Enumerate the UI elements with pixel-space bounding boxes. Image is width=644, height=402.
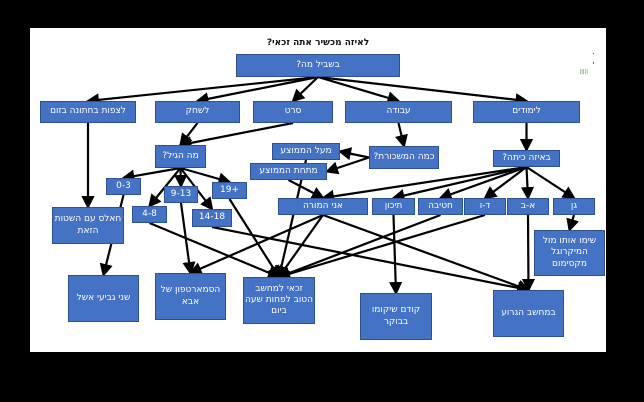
node-grades-1-2: א-ב <box>507 198 549 215</box>
svg-text:|||||: ||||| <box>580 69 589 75</box>
arrow-root-to-zoom <box>85 75 319 107</box>
node-age-0-3: 0-3 <box>106 178 141 195</box>
arrow-grade-to-kinder <box>525 166 576 200</box>
arrow-work-to-salary <box>395 122 408 149</box>
arrow-a48-to-best <box>149 221 282 279</box>
arrow-age-to-a913 <box>174 167 188 189</box>
node-kindergarten: גן <box>553 198 595 215</box>
node-age-14-18: 14-18 <box>192 209 232 227</box>
node-morning: קודם שיקומו בבוקר <box>360 293 432 340</box>
node-best-computer: זכאי למחשב הטוב לפחות שעה ביום <box>243 277 315 324</box>
node-worst-computer: במחשב הגרוע <box>493 290 564 337</box>
node-root: בשביל מה? <box>236 54 400 77</box>
node-zoom: לצפות בחתונה בזום <box>40 101 136 123</box>
arrow-teacher-to-dadphone <box>188 213 324 275</box>
node-salary: כמה המשכורת? <box>369 146 439 169</box>
arrow-high-to-morning <box>389 214 403 296</box>
node-middle-school: חטיבה <box>418 198 463 215</box>
node-below-average: מתחת הממוצע <box>250 163 327 180</box>
diagram-title: לאיזה מכשיר אתה זכאי? <box>266 38 370 48</box>
arrow-root-to-work <box>317 75 401 105</box>
arrow-age-to-a03 <box>121 166 181 183</box>
node-play: לשחק <box>155 101 240 123</box>
arrow-root-to-movie <box>291 76 319 103</box>
arrow-age-to-a19 <box>180 166 232 186</box>
node-above-average: מעל הממוצע <box>272 143 340 160</box>
node-movie: סרט <box>253 101 333 123</box>
arrow-salary-to-below <box>324 156 370 175</box>
arrow-kinder-to-microwave <box>566 214 579 233</box>
flowchart-canvas: לאיזה מכשיר אתה זכאי? מוקצ ||||| בשביל מ… <box>30 28 606 352</box>
node-high-school: תיכון <box>372 198 415 215</box>
node-age: מה הגיל? <box>155 145 206 168</box>
node-enough: חאלס עם השטות הזאת <box>52 207 124 244</box>
arrow-g13-to-worst <box>521 214 536 293</box>
arrow-g46-to-best <box>276 213 486 281</box>
arrow-a1418-to-worst <box>211 225 531 295</box>
node-age-4-8: 4-8 <box>132 206 167 223</box>
node-work: עבודה <box>345 101 452 123</box>
arrow-grade-to-middle <box>438 165 527 201</box>
arrow-teacher-to-worst <box>322 213 531 293</box>
arrow-grade-to-teacher <box>320 165 527 203</box>
svg-text:מוקצ: מוקצ <box>592 45 594 69</box>
node-age-19plus: +19 <box>212 182 247 199</box>
node-teacher: אני המורה <box>278 198 368 215</box>
arrow-grade-to-g46 <box>483 166 528 200</box>
connector-arrows <box>81 75 579 296</box>
arrow-a19-to-best <box>228 198 281 279</box>
arrow-salary-to-above <box>337 147 370 161</box>
arrow-root-to-play <box>195 75 319 106</box>
arrow-teacher-to-best <box>277 214 324 279</box>
node-grades-4-6: ד-ו <box>464 198 506 215</box>
node-grade: באיזה כיתה? <box>493 150 560 167</box>
arrow-root-to-study <box>317 75 529 107</box>
logo: מוקצ ||||| <box>580 45 594 75</box>
arrow-grade-to-g13 <box>520 166 535 201</box>
node-eshel: שני גביעי אשל <box>68 275 139 322</box>
arrow-movie-to-age <box>178 121 294 150</box>
arrow-grade-to-high <box>391 165 527 202</box>
node-microwave: שימו אותו מול המיקרוגל מקסימום <box>534 230 605 276</box>
node-age-9-13: 9-13 <box>164 186 198 203</box>
arrow-below-to-teacher <box>287 179 325 200</box>
node-dad-phone: הסמארטפון של אבא <box>155 273 226 320</box>
arrow-middle-to-best <box>276 213 441 280</box>
node-study: לימודים <box>473 101 580 123</box>
